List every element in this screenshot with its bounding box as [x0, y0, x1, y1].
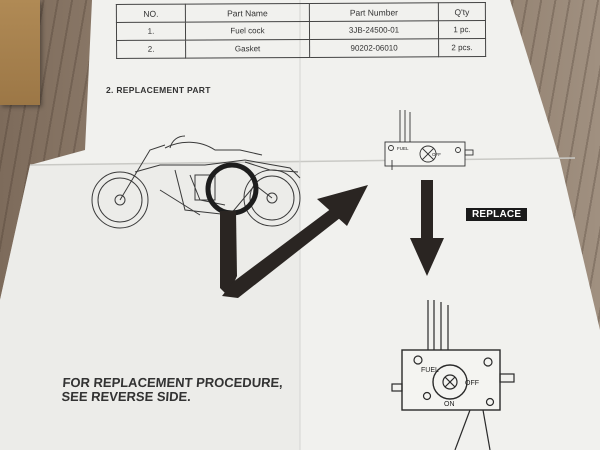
- row-no: 2.: [116, 40, 186, 59]
- row-part-name: Fuel cock: [185, 21, 310, 41]
- large-off-label: OFF: [465, 380, 479, 387]
- row-part-number: 90202-06010: [309, 38, 439, 58]
- fuel-cock-large: [391, 300, 515, 450]
- paper-shadow: [0, 160, 300, 450]
- parts-table: NO. Part Name Part Number Q'ty 1. Fuel c…: [116, 2, 486, 59]
- row-part-name: Gasket: [185, 39, 310, 59]
- header-part-name: Part Name: [185, 3, 310, 23]
- large-fuel-label: FUEL: [421, 367, 439, 374]
- procedure-note: FOR REPLACEMENT PROCEDURE, SEE REVERSE S…: [61, 375, 284, 404]
- small-fuel-label: FUEL: [397, 146, 409, 151]
- large-on-label: ON: [444, 401, 455, 408]
- replace-badge: REPLACE: [466, 208, 528, 221]
- small-off-label: OFF: [432, 152, 441, 157]
- header-no: NO.: [116, 4, 186, 23]
- paper-fold-horizontal: [29, 157, 576, 166]
- row-qty: 2 pcs.: [438, 38, 486, 57]
- parts-table-wrap: NO. Part Name Part Number Q'ty 1. Fuel c…: [116, 2, 486, 59]
- header-part-number: Part Number: [309, 2, 439, 22]
- row-part-number: 3JB-24500-01: [309, 20, 439, 40]
- table-row: 1. Fuel cock 3JB-24500-01 1 pc.: [116, 20, 486, 41]
- bent-arrow: [220, 185, 368, 298]
- header-qty: Q'ty: [438, 2, 486, 21]
- table-row: 2. Gasket 90202-06010 2 pcs.: [116, 38, 486, 59]
- row-qty: 1 pc.: [438, 20, 486, 39]
- parts-table-header: NO. Part Name Part Number Q'ty: [116, 2, 486, 23]
- section-title: 2. REPLACEMENT PART: [106, 85, 211, 95]
- procedure-line-1: FOR REPLACEMENT PROCEDURE,: [62, 375, 284, 390]
- procedure-line-2: SEE REVERSE SIDE.: [61, 389, 192, 404]
- fuel-cock-small: [384, 110, 474, 170]
- down-arrow: [410, 180, 444, 276]
- row-no: 1.: [116, 22, 186, 41]
- cardboard-box-edge: [0, 0, 40, 105]
